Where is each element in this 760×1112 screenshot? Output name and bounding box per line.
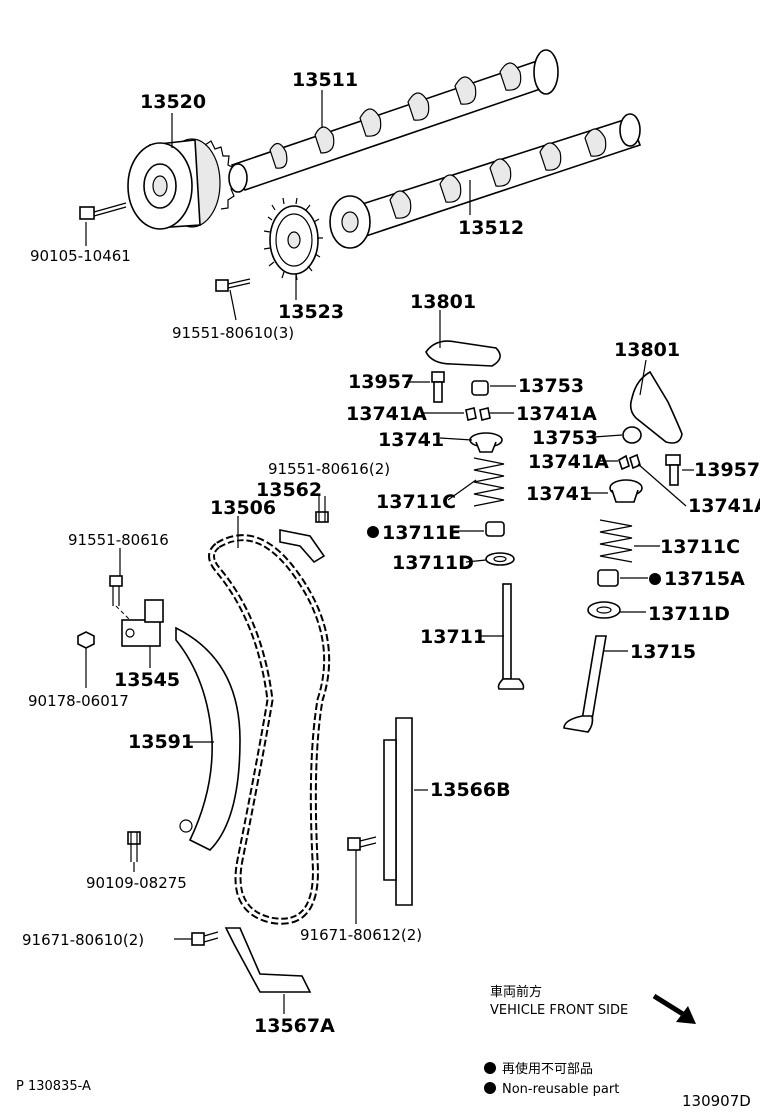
non-reusable-dot: [367, 526, 379, 538]
label-13715A: 13715A: [664, 568, 745, 590]
camshaft-13512: [329, 113, 642, 249]
footer-reference-right: 130907D: [682, 1092, 751, 1110]
label-13545: 13545: [114, 669, 180, 691]
chain-guide-13567A: [224, 927, 312, 993]
keepers-right: [618, 453, 641, 471]
nut-90178: [77, 631, 95, 649]
tensioner-13545: [121, 599, 164, 647]
seal-right: [597, 569, 619, 587]
valve-left: [497, 583, 525, 690]
label-13711: 13711: [420, 626, 486, 648]
legend-dot-jp: [484, 1062, 496, 1074]
bolt-91551-80610: [215, 278, 251, 292]
leader-lines: [85, 90, 694, 1014]
arrow-down-right-icon: [652, 993, 696, 1024]
chain-guide-13566B: [383, 717, 413, 906]
label-91671-80610-2: 91671-80610(2): [22, 931, 144, 949]
timing-chain-13506: [208, 534, 331, 925]
label-91671-80612-2: 91671-80612(2): [300, 926, 422, 944]
label-13567A: 13567A: [254, 1015, 335, 1037]
label-13741A-right-1: 13741A: [528, 451, 609, 473]
bolt-90109: [127, 831, 141, 862]
cap-right: [622, 426, 642, 444]
non-reusable-dot: [649, 573, 661, 585]
retainer-left: [469, 432, 503, 453]
label-13715: 13715: [630, 641, 696, 663]
label-13520: 13520: [140, 91, 206, 113]
camshaft-13511: [228, 49, 559, 193]
label-13753-right: 13753: [532, 427, 598, 449]
direction-label-jp: 車両前方: [490, 984, 542, 1000]
cap-left: [471, 380, 489, 396]
bolt-91551-80616: [109, 575, 131, 621]
bracket-13562: [279, 529, 326, 564]
label-13801-left: 13801: [410, 291, 476, 313]
spring-left: [473, 457, 505, 507]
direction-label-en: VEHICLE FRONT SIDE: [490, 1003, 628, 1018]
label-91551-80616-2: 91551-80616(2): [268, 460, 390, 478]
retainer-right: [609, 479, 643, 503]
legend-dot-en: [484, 1082, 496, 1094]
label-13741A-right-2: 13741A: [688, 495, 760, 517]
lash-adjuster-left: [431, 371, 445, 403]
label-91551-80616: 91551-80616: [68, 531, 169, 549]
label-13566B: 13566B: [430, 779, 511, 801]
label-13741-right: 13741: [526, 483, 592, 505]
label-13957-left: 13957: [348, 371, 414, 393]
seal-left: [485, 521, 505, 537]
label-13506: 13506: [210, 497, 276, 519]
label-13801-right: 13801: [614, 339, 680, 361]
bolt-90105: [79, 202, 127, 220]
bolt-91671-80610: [191, 931, 219, 946]
washer-left: [485, 552, 515, 566]
label-13711D-right: 13711D: [648, 603, 730, 625]
legend-text-en: Non-reusable part: [502, 1082, 619, 1097]
label-13711E: 13711E: [382, 522, 461, 544]
label-13711D-left: 13711D: [392, 552, 474, 574]
label-90178-06017: 90178-06017: [28, 692, 129, 710]
label-13741-left: 13741: [378, 429, 444, 451]
label-13512: 13512: [458, 217, 524, 239]
label-91551-80610-3: 91551-80610(3): [172, 324, 294, 342]
label-13741A-left-2: 13741A: [516, 403, 597, 425]
footer-reference-left: P 130835-A: [16, 1079, 91, 1094]
label-13591: 13591: [128, 731, 194, 753]
chain-guide-13591: [175, 626, 241, 851]
label-13957-right: 13957: [694, 459, 760, 481]
label-13741A-left-1: 13741A: [346, 403, 427, 425]
bolt-91551-80616-2: [315, 496, 329, 523]
rocker-arm-left: [425, 340, 501, 367]
washer-right: [587, 601, 621, 619]
label-90105-10461: 90105-10461: [30, 247, 131, 265]
label-13711C-left: 13711C: [376, 491, 456, 513]
lash-adjuster-right: [665, 454, 681, 486]
legend-text-jp: 再使用不可部品: [502, 1061, 593, 1077]
vvt-gear-assembly: [127, 138, 237, 230]
keepers-left: [465, 407, 491, 421]
spring-right: [599, 519, 633, 563]
label-13753-left: 13753: [518, 375, 584, 397]
bolt-91671-80612: [347, 836, 377, 851]
label-13711C-right: 13711C: [660, 536, 740, 558]
label-13511: 13511: [292, 69, 358, 91]
label-13562: 13562: [256, 479, 322, 501]
label-90109-08275: 90109-08275: [86, 874, 187, 892]
label-13523: 13523: [278, 301, 344, 323]
sprocket-13523: [263, 197, 323, 281]
valve-right: [563, 635, 607, 733]
